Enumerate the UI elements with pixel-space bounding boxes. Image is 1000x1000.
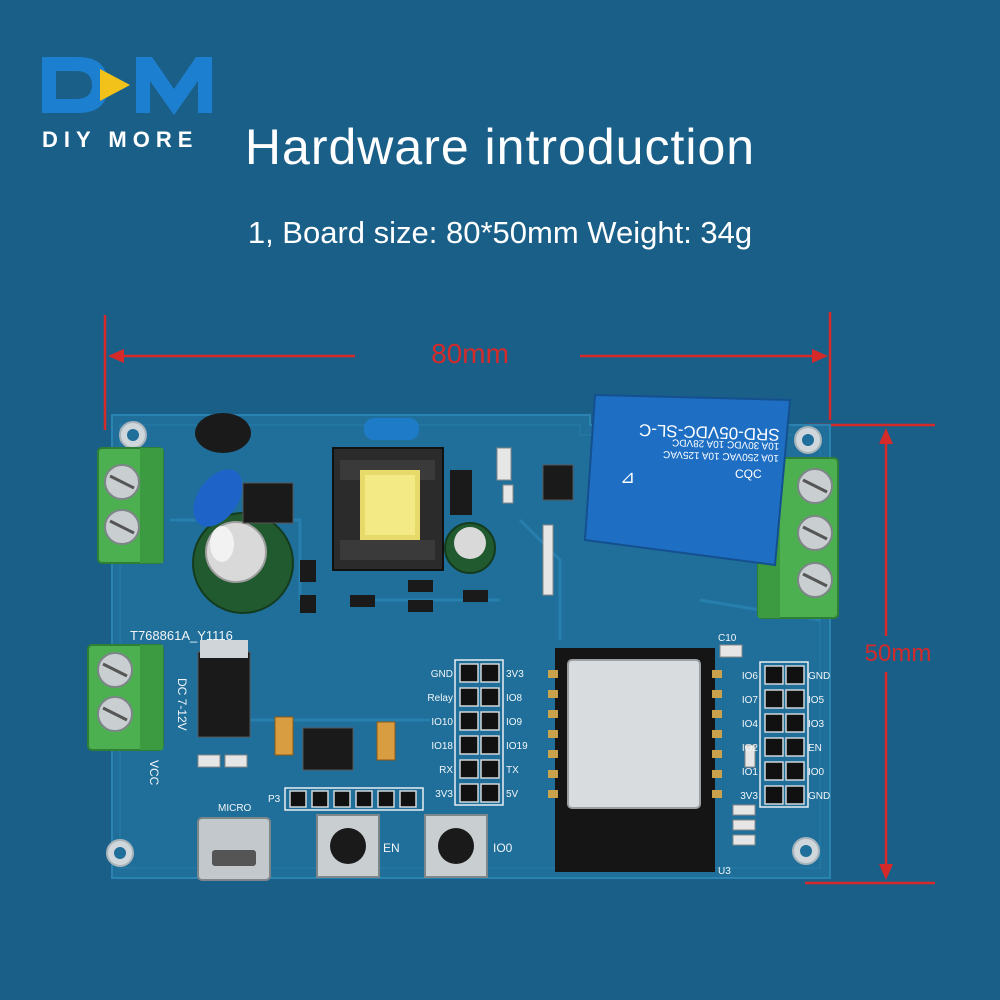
terminal-block-ac-input — [97, 447, 164, 564]
pin-label: RX — [439, 765, 453, 776]
electrolytic-capacitor-small — [444, 522, 496, 574]
pin-labels-right-left: IO6 IO7 IO4 IO2 IO1 3V3 — [740, 671, 758, 802]
pin-label: IO5 — [808, 695, 825, 706]
logo-yellow-triangle — [100, 69, 130, 101]
board-spec-subtitle: 1, Board size: 80*50mm Weight: 34g — [247, 215, 753, 250]
silk-p3: P3 — [268, 794, 281, 805]
micro-usb-port — [197, 817, 271, 881]
pin-label: IO3 — [808, 719, 825, 730]
pin-label: IO4 — [742, 719, 759, 730]
io9-boot-button — [424, 814, 488, 878]
silk-u3: U3 — [718, 866, 731, 877]
optocoupler — [542, 464, 574, 501]
x-capacitor-blue — [193, 418, 419, 527]
pin-labels-mid: 3V3 IO8 IO9 IO19 TX 5V — [506, 669, 528, 800]
logo-d-mark — [42, 57, 108, 113]
pin-label: IO7 — [742, 695, 759, 706]
electrolytic-capacitor-large — [192, 512, 294, 614]
esp-wifi-module — [548, 648, 722, 872]
silk-vcc: VCC — [147, 760, 161, 786]
pin-label: EN — [808, 743, 822, 754]
pin-label: IO18 — [431, 741, 453, 752]
pin-label: GND — [431, 669, 453, 680]
power-transformer — [332, 447, 444, 571]
pin-label: GND — [808, 671, 830, 682]
pin-label: IO1 — [742, 767, 759, 778]
pin-header-right — [759, 661, 809, 808]
silk-micro: MICRO — [218, 803, 252, 814]
pin-label: IO19 — [506, 741, 528, 752]
silk-chip-id: T768861A_Y1116 — [130, 628, 233, 643]
pin-label: TX — [506, 765, 519, 776]
relay-rating-line1: 10A 250VAC 10A 125VAC — [663, 448, 779, 463]
bridge-rectifier — [242, 482, 294, 524]
pin-label: IO0 — [808, 767, 825, 778]
pin-label: 3V3 — [506, 669, 524, 680]
pin-label: 3V3 — [740, 791, 758, 802]
pin-label: IO8 — [506, 693, 523, 704]
silk-io0-button: IO0 — [493, 841, 513, 855]
logo-m-mark — [136, 57, 212, 115]
thermistor-black — [195, 413, 251, 453]
relay-module: SRD-05VDC-SL-C 10A 250VAC 10A 125VAC 10A… — [583, 393, 792, 567]
width-dimension-label: 80mm — [431, 338, 509, 369]
pin-label: IO6 — [742, 671, 759, 682]
pin-header-p3 — [284, 787, 424, 811]
diymore-logo: DIY MORE — [42, 57, 212, 152]
ldo-regulator — [302, 727, 354, 771]
pin-label: IO10 — [431, 717, 453, 728]
relay-model-text: SRD-05VDC-SL-C — [639, 420, 780, 444]
silk-c10: C10 — [718, 633, 737, 644]
silk-dc-voltage: DC 7-12V — [175, 678, 189, 731]
pin-labels-right-right: GND IO5 IO3 EN IO0 GND — [808, 671, 830, 802]
pin-labels-left: GND Relay IO10 IO18 RX 3V3 — [427, 669, 453, 800]
voltage-regulator — [197, 651, 251, 738]
relay-brand: CQC — [735, 467, 762, 481]
relay-rating-line2: 10A 30VDC 10A 28VDC — [672, 436, 780, 451]
logo-tagline: DIY MORE — [42, 127, 198, 152]
silk-en: EN — [383, 841, 400, 855]
width-dimension-lines — [103, 312, 832, 430]
en-reset-button — [316, 814, 380, 878]
height-dimension-label: 50mm — [864, 640, 932, 667]
pin-header-left — [454, 659, 504, 806]
pin-label: GND — [808, 791, 830, 802]
pin-label: 3V3 — [435, 789, 453, 800]
pin-label: Relay — [427, 693, 453, 704]
relay-ur-mark: ⊿ — [620, 467, 635, 487]
pin-label: IO9 — [506, 717, 523, 728]
pin-label: IO2 — [742, 743, 759, 754]
pin-label: 5V — [506, 789, 519, 800]
page-title: Hardware introduction — [244, 119, 756, 175]
terminal-block-dc-input — [87, 644, 164, 751]
